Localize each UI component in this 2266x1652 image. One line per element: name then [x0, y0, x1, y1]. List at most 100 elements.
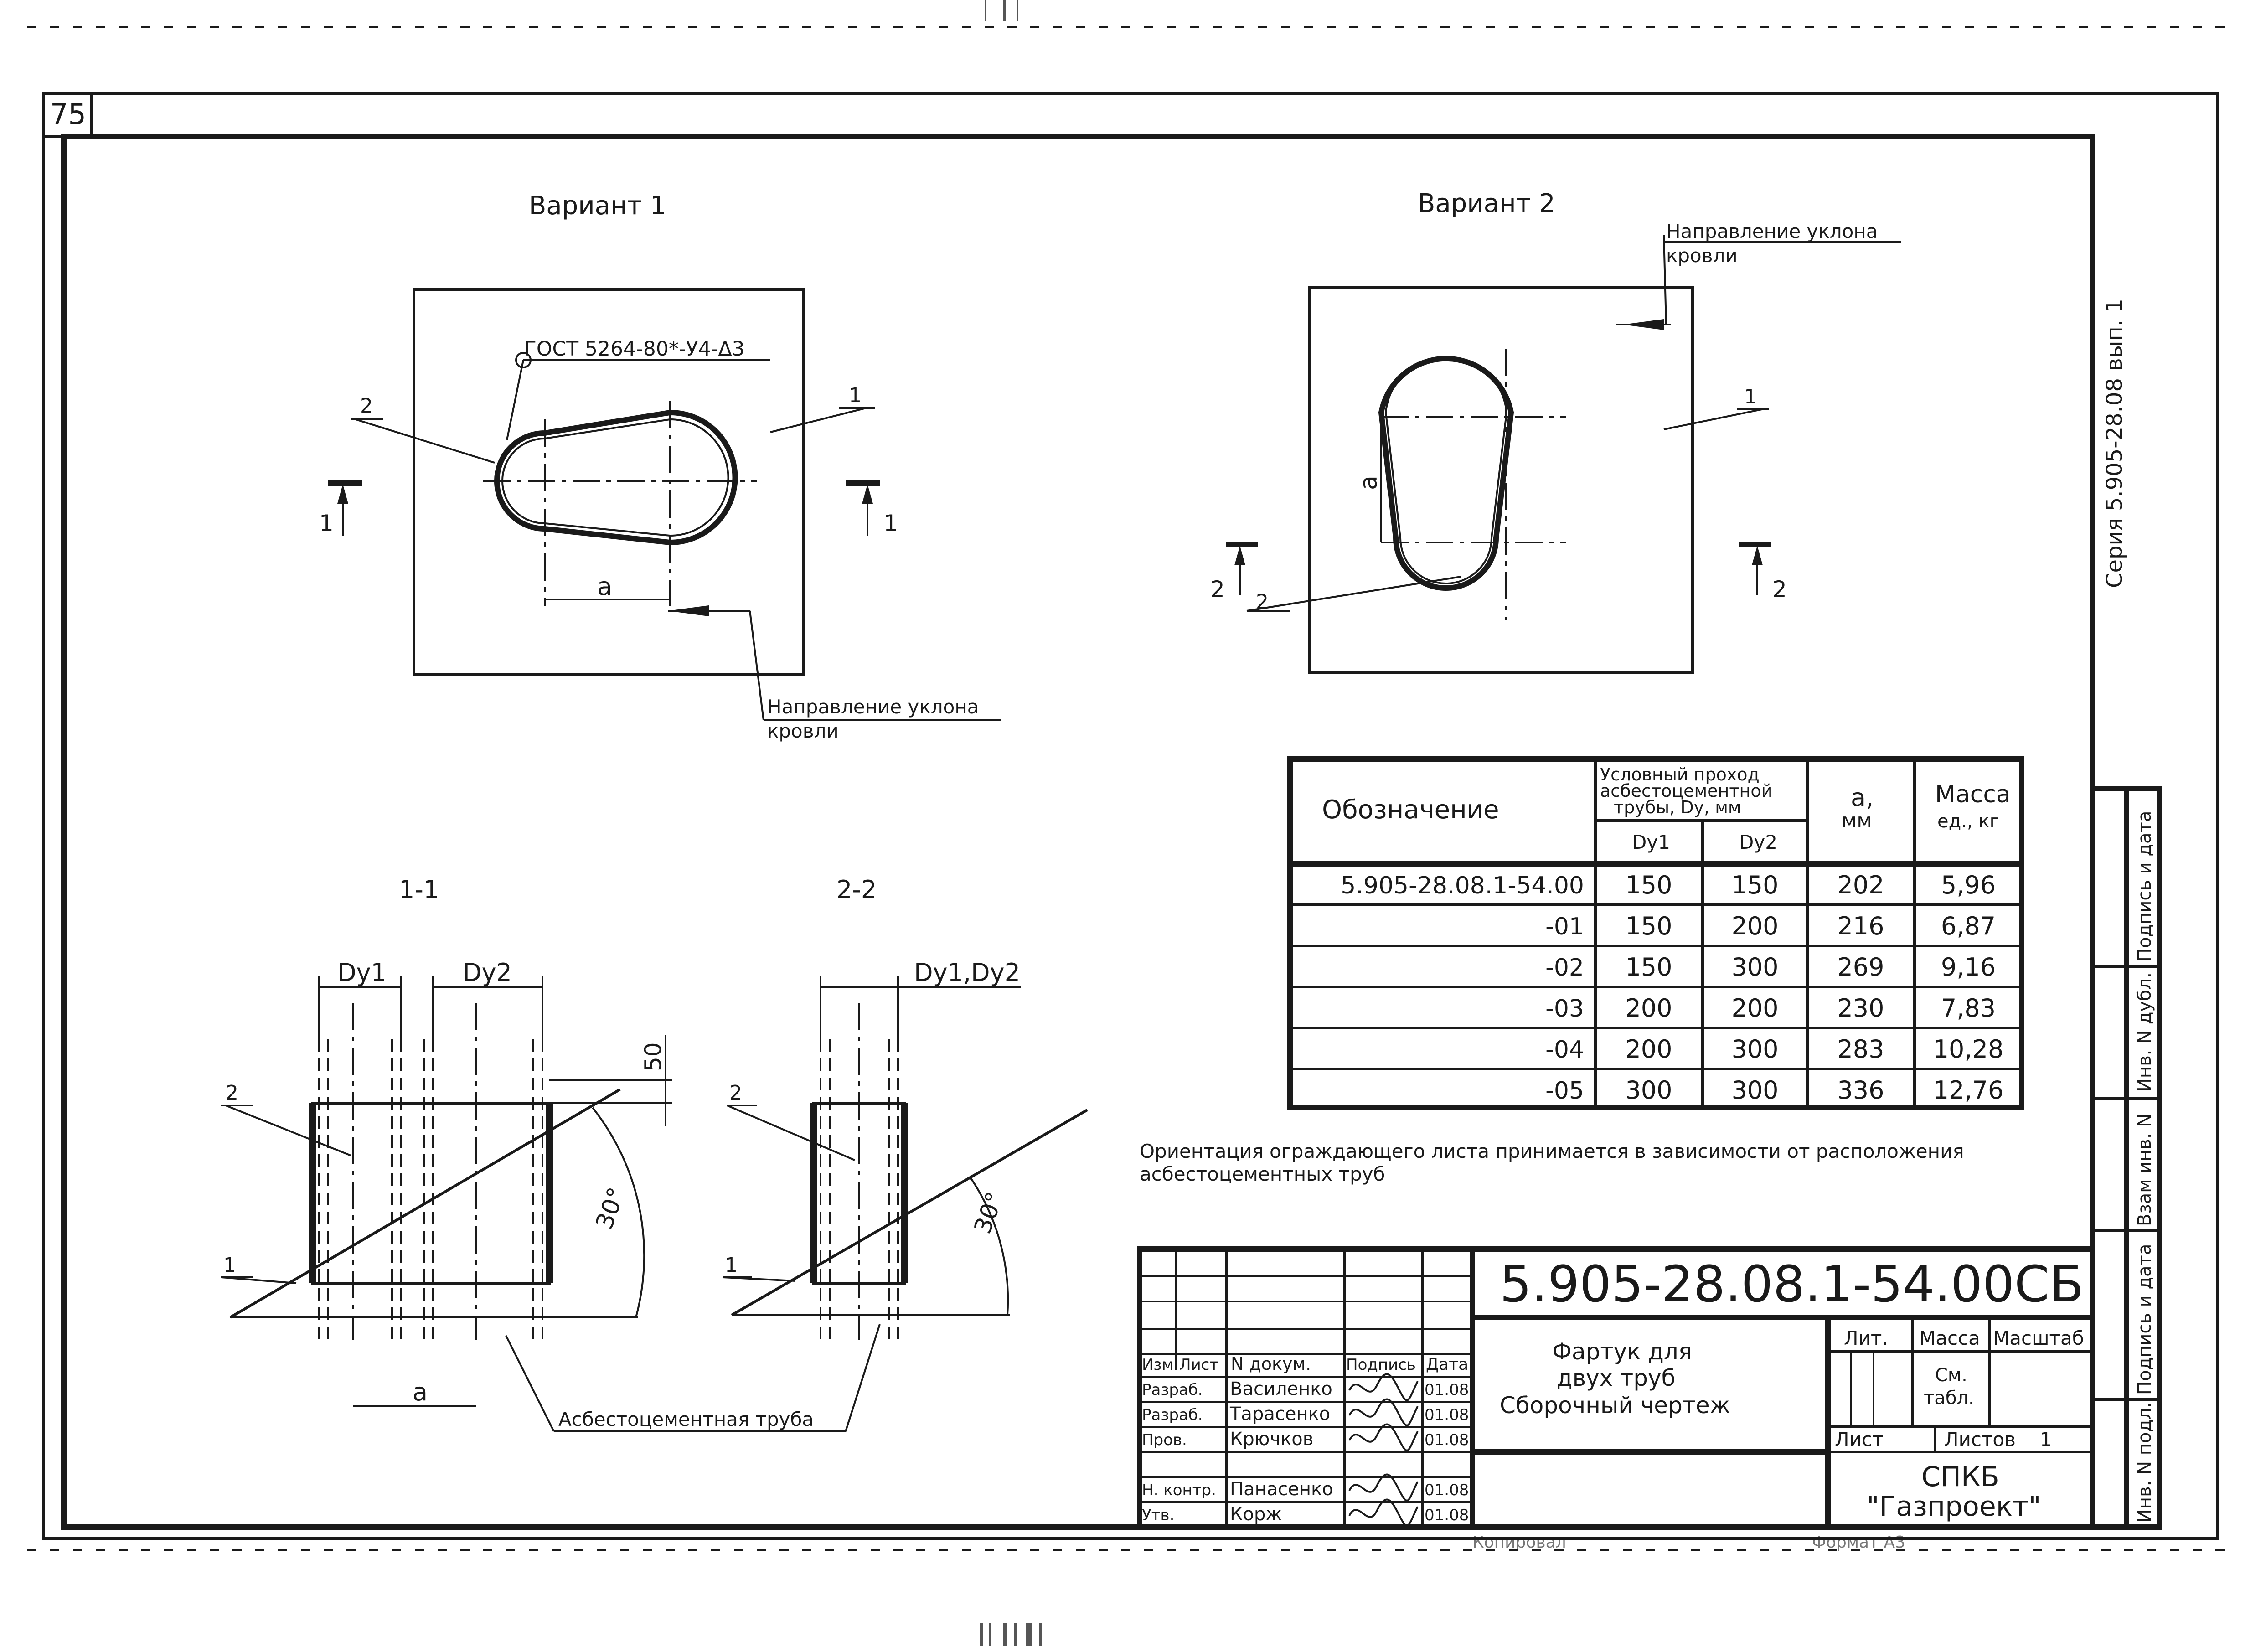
spec-cell-a: 269 — [1837, 953, 1884, 981]
section22-title: 2-2 — [836, 875, 877, 904]
section11-dy1: Dy1 — [337, 958, 387, 987]
tb-role-date: 01.08 — [1425, 1481, 1469, 1499]
variant1-section-left: 1 — [319, 510, 334, 537]
section-2-2: 2-2 Dy1,Dy2 30° 2 1 — [722, 875, 1088, 1340]
footer-copied: Копировал — [1472, 1533, 1566, 1552]
title-block: 5.905-28.08.1-54.00СБ Фартук для двух тр… — [1137, 1246, 2095, 1530]
spec-col-mass-1: Масса — [1935, 781, 2011, 808]
tb-org-1: СПКБ — [1921, 1461, 1999, 1493]
variant1-slope-label-2: кровли — [767, 720, 839, 742]
spec-cell-designation: -01 — [1545, 913, 1584, 940]
series-label: Серия 5.905-28.08 вып. 1 — [2102, 299, 2127, 588]
spec-cell-designation: 5.905-28.08.1-54.00 — [1341, 872, 1584, 899]
variant2-dim-a: a — [1355, 475, 1383, 490]
variant1-dim-a: a — [597, 572, 612, 601]
tb-sheets-value: 1 — [2040, 1428, 2052, 1451]
spec-cell-dy2: 200 — [1731, 994, 1778, 1022]
section11-dy2: Dy2 — [463, 958, 512, 987]
tb-role-name: Крючков — [1230, 1429, 1313, 1450]
spec-cell-dy2: 200 — [1731, 912, 1778, 940]
spec-col-pipe-2: асбестоцементной — [1600, 781, 1772, 801]
side-inv-dubl: Инв. N дубл. — [2134, 972, 2155, 1092]
tb-role-date: 01.08 — [1425, 1406, 1469, 1424]
signature-mark — [1348, 1423, 1419, 1451]
tb-mass-value-2: табл. — [1924, 1388, 1974, 1409]
doc-name-3: Сборочный чертеж — [1500, 1392, 1730, 1419]
tb-role-role: Разраб. — [1142, 1381, 1203, 1399]
hdr-list: Лист — [1179, 1356, 1218, 1374]
spec-cell-a: 283 — [1837, 1035, 1884, 1063]
variant1-weld-note: ГОСТ 5264-80*-У4-Δ3 — [524, 337, 745, 361]
variant1-pos2: 2 — [360, 394, 373, 418]
spec-col-pipe-1: Условный проход — [1600, 764, 1760, 785]
variant2-opening — [1378, 356, 1514, 591]
tb-role-role: Н. контр. — [1142, 1481, 1216, 1499]
signature-mark — [1348, 1473, 1419, 1502]
variant1-opening — [494, 409, 738, 546]
section11-angle: 30° — [591, 1184, 631, 1233]
tb-sheets: Листов — [1944, 1428, 2016, 1451]
side-vzam-inv: Взам инв. N — [2134, 1114, 2155, 1226]
tb-role-date: 01.08 — [1425, 1431, 1469, 1449]
footer-format: Формат А3 — [1812, 1533, 1905, 1552]
hdr-date: Дата — [1426, 1355, 1468, 1374]
signature-mark — [1348, 1373, 1419, 1401]
spec-cell-mass: 10,28 — [1933, 1035, 2004, 1063]
section22-pos2: 2 — [729, 1081, 742, 1105]
spec-col-dy1: Dy1 — [1632, 831, 1670, 853]
variant2-slope-label-2: кровли — [1666, 244, 1738, 267]
spec-cell-mass: 5,96 — [1941, 871, 1996, 899]
section11-pos1: 1 — [223, 1254, 236, 1277]
variant1-title: Вариант 1 — [529, 191, 666, 221]
variant2-section-left: 2 — [1210, 576, 1225, 603]
side-inv-podl: Инв. N подл. — [2134, 1402, 2155, 1523]
side-sign-date-2: Подпись и дата — [2134, 1244, 2155, 1395]
signature-mark — [1348, 1498, 1419, 1527]
scan-marks — [980, 0, 1042, 1646]
side-stamp: Подпись и дата Инв. N дубл. Взам инв. N … — [2090, 786, 2162, 1530]
signature-mark — [1348, 1398, 1419, 1426]
tb-sheet: Лист — [1835, 1428, 1883, 1451]
spec-cell-designation: -02 — [1545, 954, 1584, 981]
spec-col-designation: Обозначение — [1322, 795, 1499, 825]
spec-cell-dy1: 150 — [1625, 953, 1672, 981]
tb-lit: Лит. — [1844, 1327, 1888, 1349]
variant2-pos2: 2 — [1256, 590, 1269, 614]
variant2-pos1: 1 — [1744, 385, 1757, 408]
tb-mass: Масса — [1919, 1327, 1980, 1349]
variant2-plate — [1308, 286, 1694, 674]
spec-cell-designation: -05 — [1545, 1077, 1584, 1105]
spec-col-a-1: a, — [1851, 783, 1874, 812]
section11-dim-a: a — [413, 1378, 428, 1406]
pipe-label-text: Асбестоцементная труба — [558, 1408, 814, 1430]
section11-title: 1-1 — [399, 875, 439, 904]
spec-cell-dy2: 300 — [1731, 1035, 1778, 1063]
spec-cell-a: 336 — [1837, 1076, 1884, 1105]
tb-role-role: Утв. — [1142, 1506, 1174, 1524]
spec-cell-mass: 12,76 — [1933, 1076, 2004, 1105]
note-line-1: Ориентация ограждающего листа принимаетс… — [1140, 1140, 1964, 1162]
variant1-view: Вариант 1 a ГОСТ 5264-80*-У4-Δ3 2 1 1 1 — [319, 191, 1001, 742]
spec-col-dy2: Dy2 — [1739, 831, 1777, 853]
variant1-pos1: 1 — [849, 384, 862, 407]
doc-code: 5.905-28.08.1-54.00СБ — [1500, 1255, 2084, 1313]
variant1-slope-label-1: Направление уклона — [767, 696, 979, 718]
tb-role-date: 01.08 — [1425, 1506, 1469, 1524]
section22-angle: 30° — [969, 1188, 1009, 1237]
tb-role-role: Разраб. — [1142, 1406, 1203, 1424]
section11-plate — [311, 1102, 551, 1285]
section11-pos2: 2 — [226, 1081, 238, 1105]
spec-col-mass-2: ед., кг — [1937, 811, 1999, 832]
spec-col-a-2: мм — [1842, 809, 1872, 832]
variant1-section-right: 1 — [883, 510, 898, 537]
doc-name-1: Фартук для — [1552, 1338, 1692, 1365]
spec-cell-a: 216 — [1837, 912, 1884, 940]
note-line-2: асбестоцементных труб — [1140, 1163, 1385, 1185]
spec-table: Обозначение Условный проход асбестоцемен… — [1287, 756, 2024, 1110]
doc-name-2: двух труб — [1557, 1365, 1675, 1391]
tb-role-name: Панасенко — [1230, 1479, 1333, 1500]
spec-cell-dy1: 200 — [1625, 994, 1672, 1022]
section22-dy: Dy1,Dy2 — [914, 958, 1020, 987]
tb-mass-value-1: См. — [1935, 1365, 1967, 1386]
